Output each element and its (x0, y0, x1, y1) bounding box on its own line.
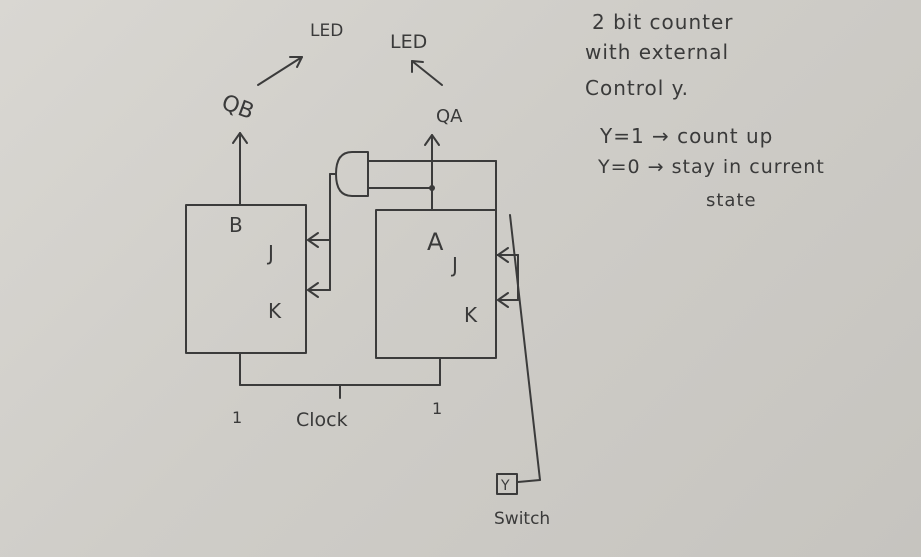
led-left-label: LED (310, 21, 343, 41)
y-control-wire (495, 160, 541, 483)
ff-b-name: B (229, 213, 243, 237)
led-right-label: LED (390, 31, 427, 53)
ff-a-name: A (427, 228, 444, 256)
ff-a-k: K (464, 303, 478, 327)
flip-flop-b (185, 204, 307, 354)
b-j-input (307, 232, 331, 248)
ff-b-k: K (268, 299, 282, 323)
led-right-arrow (411, 60, 443, 86)
switch-label: Switch (494, 509, 550, 529)
switch-box (496, 473, 518, 495)
qb-output-arrow (232, 132, 248, 206)
clock-one-left: 1 (232, 408, 242, 427)
note-line-3: Control y. (585, 76, 689, 100)
clock-one-right: 1 (432, 399, 442, 418)
qb-label: QB (218, 90, 257, 125)
note-line-2: with external (585, 40, 730, 64)
switch-box-label: Y (500, 478, 510, 494)
junction-dot (429, 185, 435, 191)
ff-b-j: J (266, 241, 274, 265)
note-line-4: Y=1 → count up (600, 124, 774, 148)
note-line-5: Y=0 → stay in current (598, 156, 825, 178)
ff-a-j: J (450, 253, 458, 277)
a-j-input (497, 247, 519, 263)
flip-flop-a (375, 209, 497, 359)
qa-output-arrow (424, 134, 440, 211)
note-line-6: state (706, 190, 757, 211)
qa-label: QA (436, 106, 463, 127)
b-k-input (307, 282, 331, 298)
led-left-arrow (257, 56, 303, 86)
a-k-input (497, 292, 519, 308)
and-gate (329, 151, 497, 291)
note-line-1: 2 bit counter (592, 10, 734, 34)
clock-wire (239, 352, 441, 399)
clock-label: Clock (296, 409, 348, 431)
